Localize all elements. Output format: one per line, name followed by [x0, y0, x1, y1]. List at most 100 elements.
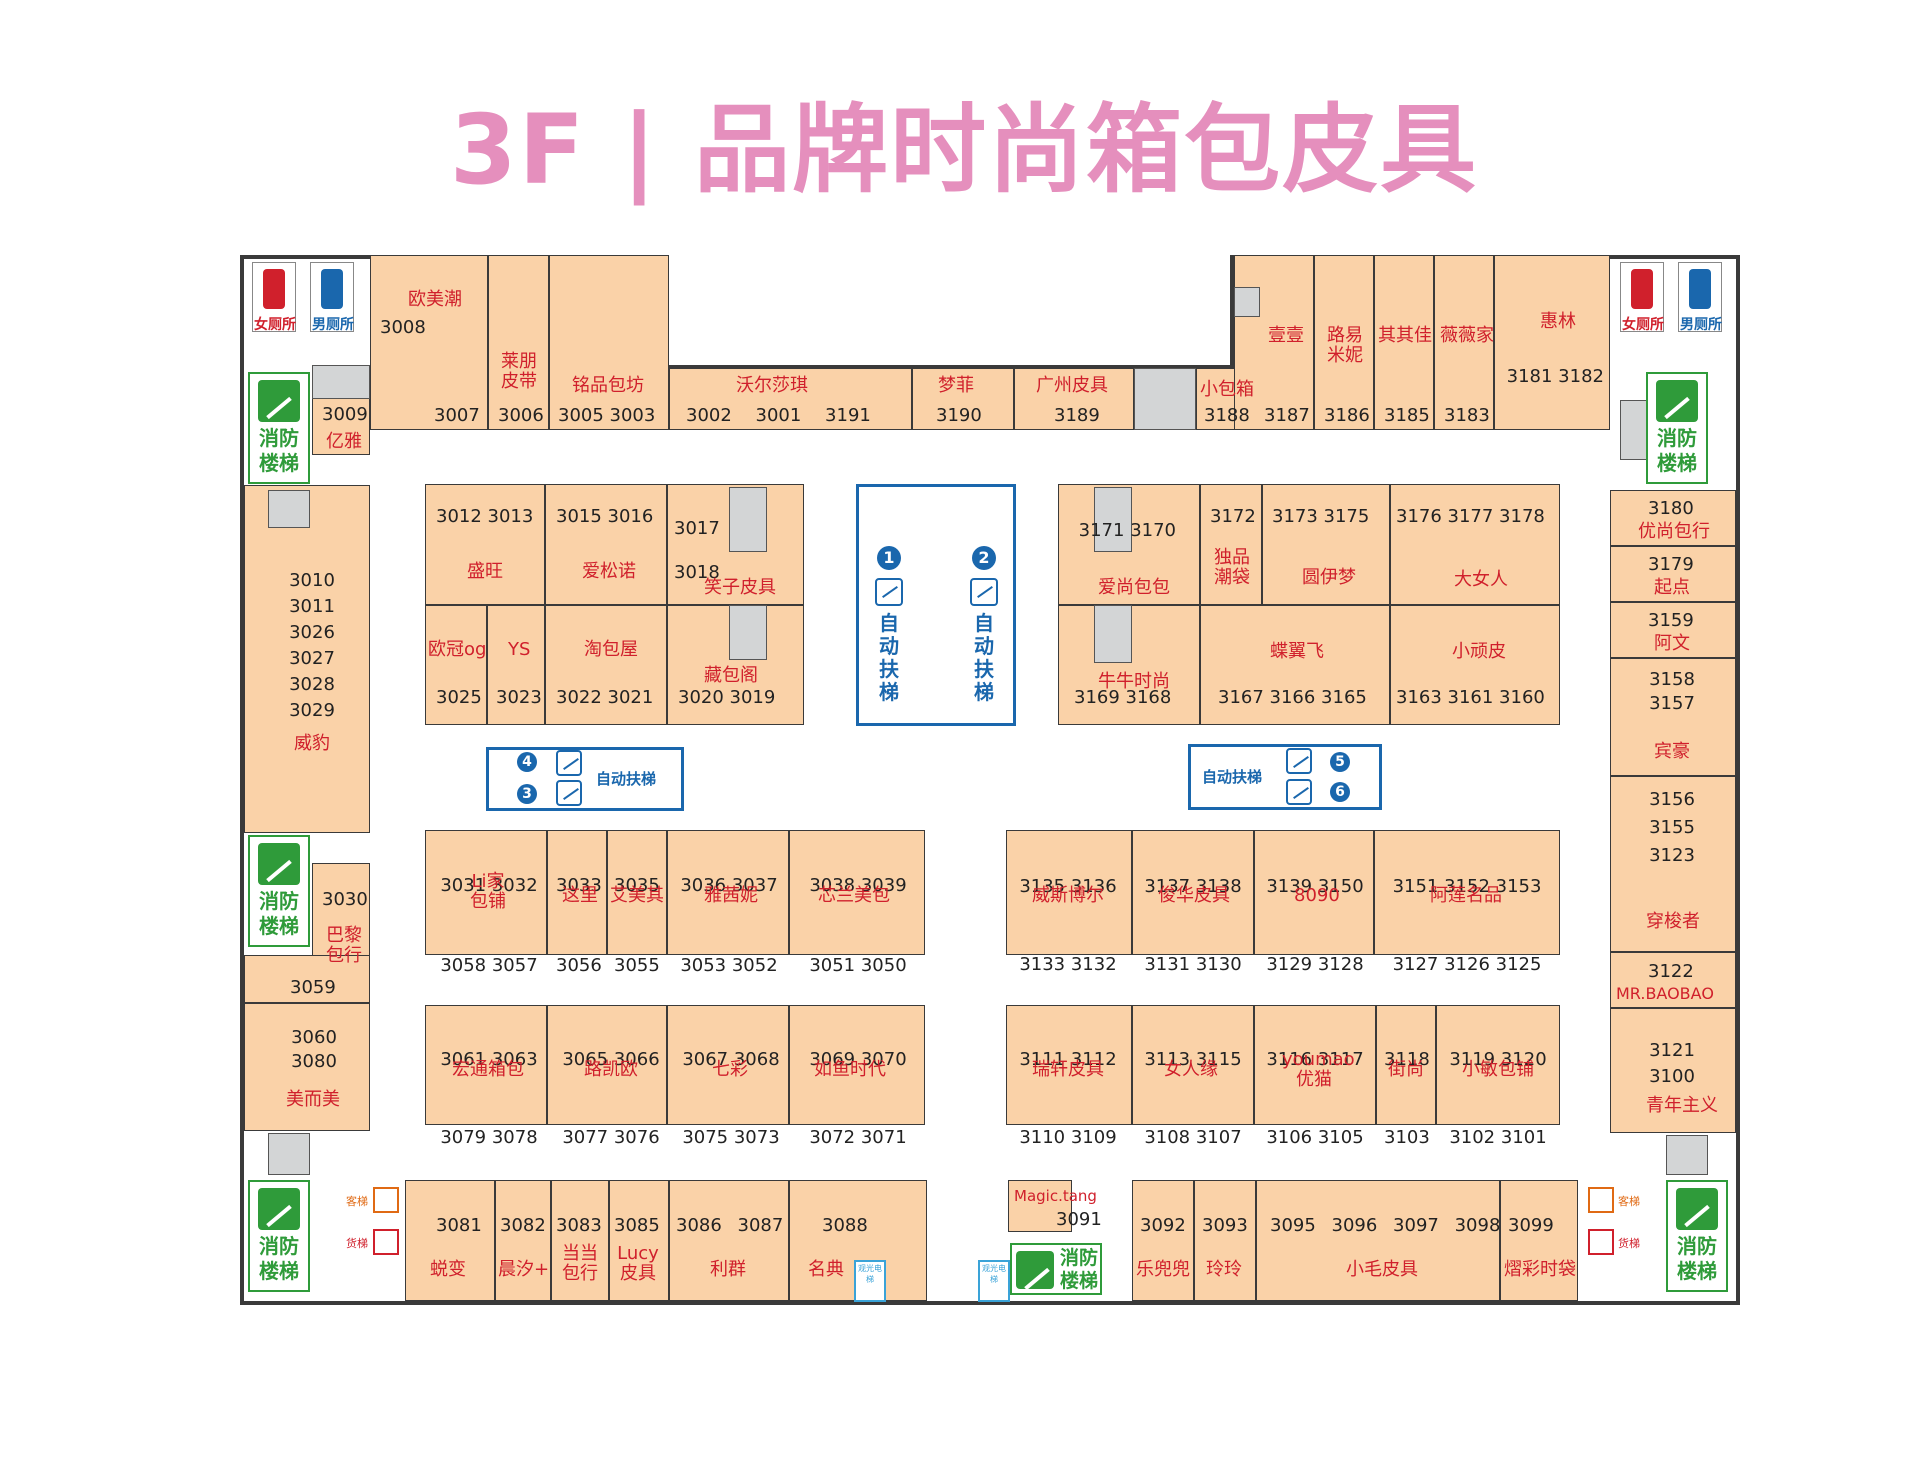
- shop-3036[interactable]: [667, 830, 789, 955]
- escalator-icon[interactable]: [875, 578, 903, 606]
- shop-3085[interactable]: [609, 1180, 669, 1301]
- fire-stairs-label: 消防楼梯: [1657, 426, 1697, 475]
- fire-stairs[interactable]: 消防楼梯: [1666, 1180, 1728, 1292]
- fire-stairs[interactable]: 消防楼梯: [248, 1180, 310, 1292]
- shop-3182[interactable]: [1494, 255, 1610, 430]
- shop-3151[interactable]: [1374, 830, 1560, 955]
- escalator-icon[interactable]: [1286, 748, 1312, 774]
- shop-3023[interactable]: [487, 605, 545, 725]
- shop-3158[interactable]: [1610, 658, 1736, 776]
- shop-3025[interactable]: [425, 605, 487, 725]
- shop-3092[interactable]: [1132, 1180, 1194, 1301]
- shop-3005[interactable]: [549, 255, 669, 430]
- shop-number: 3017 3018: [674, 518, 720, 583]
- shop-3180[interactable]: [1610, 490, 1736, 546]
- fire-stairs[interactable]: 消防楼梯: [1010, 1243, 1102, 1295]
- shop-3099[interactable]: [1500, 1180, 1578, 1301]
- escalator-icon[interactable]: [1286, 779, 1312, 805]
- fire-stairs-icon: [258, 843, 300, 885]
- shop-3033[interactable]: [547, 830, 607, 955]
- escalator-icon[interactable]: [556, 750, 582, 776]
- shop-3176[interactable]: [1390, 484, 1560, 605]
- shop-3002[interactable]: [669, 368, 912, 430]
- freight-lift-icon[interactable]: [373, 1229, 399, 1255]
- female-restroom[interactable]: 女厕所: [252, 262, 296, 333]
- fire-stairs[interactable]: 消防楼梯: [248, 835, 310, 947]
- shop-3022[interactable]: [545, 605, 667, 725]
- shop-3156[interactable]: [1610, 776, 1736, 952]
- shop-3031[interactable]: [425, 830, 547, 955]
- shop-3185[interactable]: [1374, 255, 1434, 430]
- shop-3010[interactable]: [244, 485, 370, 833]
- shop-3035[interactable]: [607, 830, 667, 955]
- shop-3060[interactable]: [244, 1003, 370, 1131]
- shop-3015[interactable]: [545, 484, 667, 605]
- shop-3163[interactable]: [1390, 605, 1560, 725]
- shop-3189[interactable]: [1014, 368, 1134, 430]
- shop-3030[interactable]: [312, 863, 370, 973]
- shop-3172[interactable]: [1200, 484, 1262, 605]
- female-restroom[interactable]: 女厕所: [1620, 262, 1664, 333]
- shop-name: 路易米妮: [1327, 325, 1363, 366]
- shop-name: YS: [508, 639, 531, 660]
- passenger-lift-icon[interactable]: [1588, 1187, 1614, 1213]
- shop-3186[interactable]: [1314, 255, 1374, 430]
- shop-3183[interactable]: [1434, 255, 1494, 430]
- passenger-lift-icon[interactable]: [373, 1187, 399, 1213]
- shop-3179[interactable]: [1610, 546, 1736, 602]
- shop-3082[interactable]: [495, 1180, 551, 1301]
- escalator-icon[interactable]: [556, 780, 582, 806]
- shop-3119[interactable]: [1436, 1005, 1560, 1125]
- shop-3095[interactable]: [1256, 1180, 1500, 1301]
- shop-3065[interactable]: [547, 1005, 667, 1125]
- shop-3173[interactable]: [1262, 484, 1390, 605]
- fire-stairs[interactable]: 消防楼梯: [248, 372, 310, 484]
- shop-3067[interactable]: [667, 1005, 789, 1125]
- shop-number: 3010 3011 3026 3027 3028 3029: [289, 570, 335, 721]
- freight-lift-icon[interactable]: [1588, 1229, 1614, 1255]
- shop-3091[interactable]: [1008, 1180, 1072, 1232]
- shop-3159[interactable]: [1610, 602, 1736, 658]
- male-restroom[interactable]: 男厕所: [310, 262, 354, 333]
- shop-name: 大女人: [1454, 569, 1508, 590]
- panorama-lift-label: 观光电梯: [982, 1264, 1006, 1284]
- shop-3093[interactable]: [1194, 1180, 1256, 1301]
- shop-number: 3159: [1648, 610, 1694, 631]
- shop-3059[interactable]: [244, 955, 370, 1003]
- shop-3083[interactable]: [551, 1180, 609, 1301]
- shop-3086[interactable]: [669, 1180, 789, 1301]
- shop-number: 3167 3166 3165: [1218, 687, 1367, 708]
- panorama-lift[interactable]: 观光电梯: [854, 1260, 886, 1302]
- shop-3012[interactable]: [425, 484, 545, 605]
- shop-3135[interactable]: [1006, 830, 1132, 955]
- shop-3118[interactable]: [1376, 1005, 1436, 1125]
- shop-3061[interactable]: [425, 1005, 547, 1125]
- shop-3006[interactable]: [488, 255, 549, 430]
- panorama-lift[interactable]: 观光电梯: [978, 1260, 1010, 1302]
- shop-name: 梦菲: [938, 375, 974, 396]
- male-restroom-icon: [321, 269, 343, 309]
- fire-stairs-label: 消防楼梯: [1677, 1234, 1717, 1283]
- shop-3116[interactable]: [1254, 1005, 1376, 1125]
- shop-3081[interactable]: [405, 1180, 495, 1301]
- shop-name: 宾豪: [1654, 741, 1690, 762]
- shop-3069[interactable]: [789, 1005, 925, 1125]
- shop-number: 3170 3171: [1078, 520, 1176, 541]
- shop-3190[interactable]: [912, 368, 1014, 430]
- shop-number: 3009: [322, 404, 368, 425]
- escalator-icon[interactable]: [970, 578, 998, 606]
- shop-3187[interactable]: [1234, 255, 1314, 430]
- shop-3167[interactable]: [1200, 605, 1390, 725]
- shop-3137[interactable]: [1132, 830, 1254, 955]
- shop-3121[interactable]: [1610, 1008, 1736, 1133]
- shop-number: 3002 3001 3191: [686, 405, 871, 426]
- fire-stairs[interactable]: 消防楼梯: [1646, 372, 1708, 484]
- shop-3038[interactable]: [789, 830, 925, 955]
- male-restroom[interactable]: 男厕所: [1678, 262, 1722, 333]
- shop-3113[interactable]: [1132, 1005, 1254, 1125]
- shop-3139[interactable]: [1254, 830, 1374, 955]
- shop-3111[interactable]: [1006, 1005, 1132, 1125]
- shop-3008[interactable]: [370, 255, 488, 430]
- shop-3122[interactable]: [1610, 952, 1736, 1008]
- shop-name: 欧美潮: [408, 289, 462, 310]
